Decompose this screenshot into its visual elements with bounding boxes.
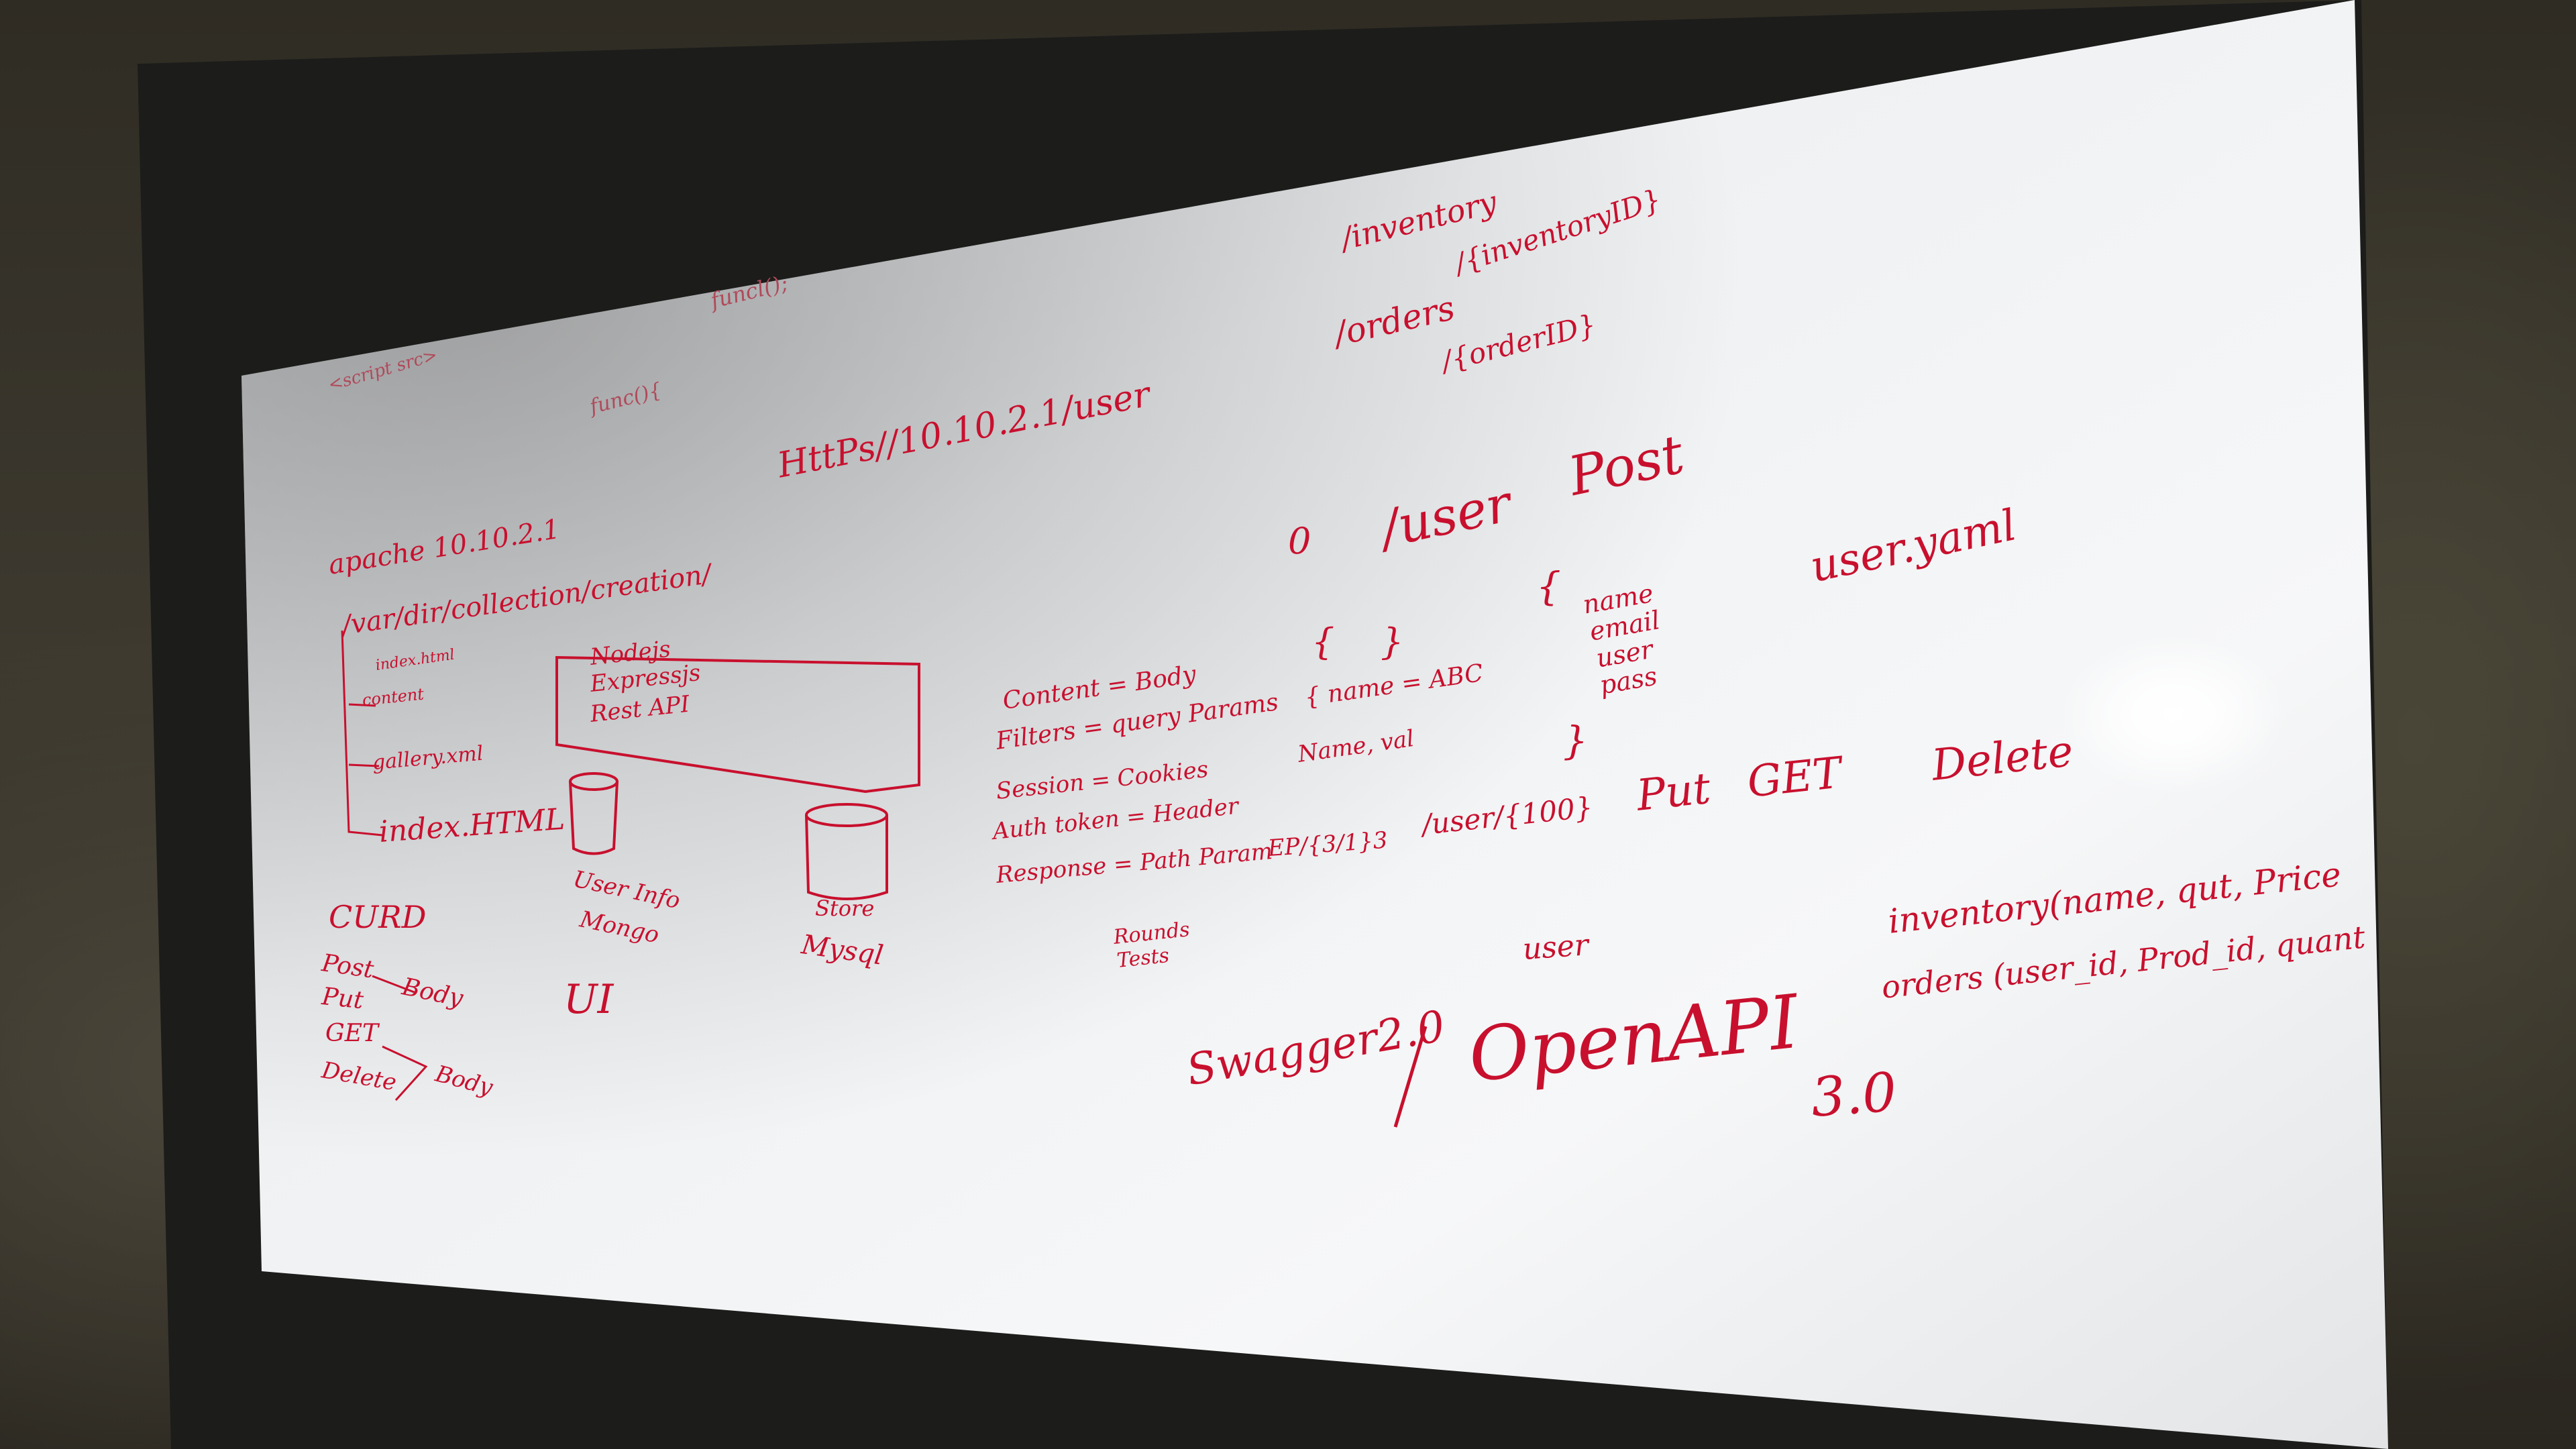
light-glare [2059,634,2288,795]
verb-get: GET [1745,748,1844,808]
tool-openapi-version: 3.0 [1809,1061,1899,1129]
user-label: user [1521,928,1590,967]
crud-title: CURD [329,899,427,935]
json-brace-close: } [1563,718,1588,763]
db-right-store: Store [815,896,875,921]
verb-put: Put [1634,763,1713,821]
ui-label: UI [564,976,614,1023]
mid-braces: { } [1311,621,1404,663]
crud-get: GET [325,1020,379,1047]
crud-put: Put [320,983,365,1015]
user-post-zero: 0 [1288,520,1311,562]
json-brace-open: { [1536,564,1561,609]
